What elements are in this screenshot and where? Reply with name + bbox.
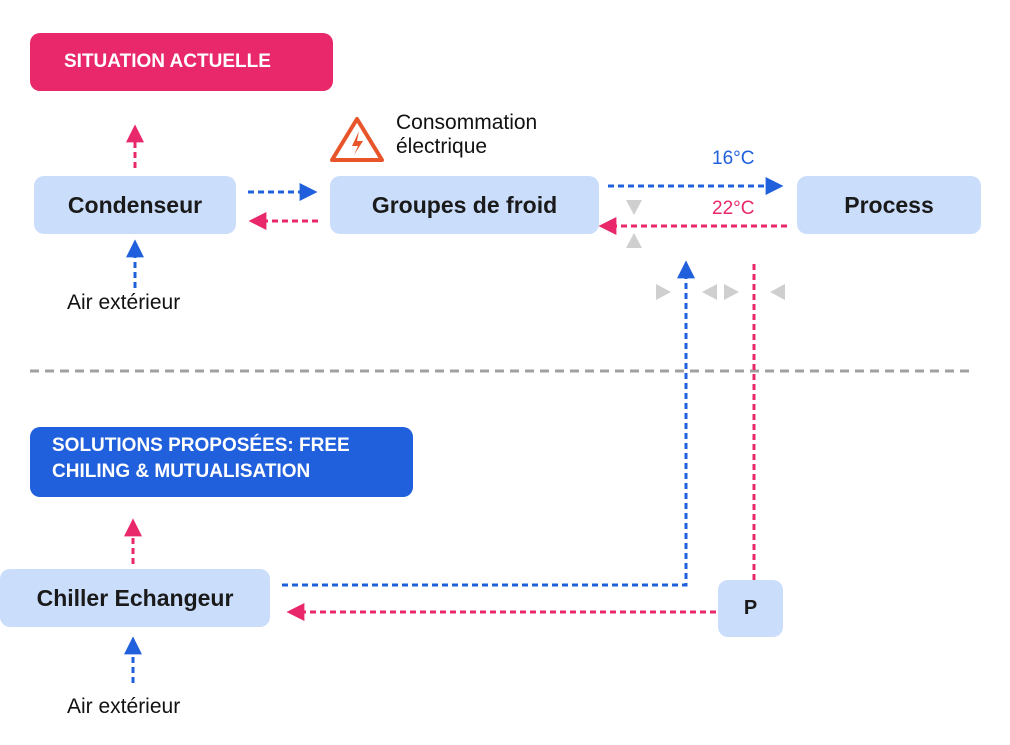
proposed-solutions-banner: SOLUTIONS PROPOSÉES: FREE CHILING & MUTU… bbox=[30, 427, 413, 497]
electrical-consumption-line1: Consommation bbox=[396, 111, 538, 134]
proposed-solutions-title-line2: CHILING & MUTUALISATION bbox=[52, 461, 311, 482]
process-label: Process bbox=[844, 191, 934, 218]
valve-icon bbox=[724, 284, 785, 300]
electric-hazard-icon bbox=[330, 117, 384, 162]
free-cooling-supply-line bbox=[282, 260, 695, 587]
pump-node: P bbox=[718, 580, 783, 637]
groupes-de-froid-label: Groupes de froid bbox=[371, 191, 558, 218]
air-exterieur-label-bottom: Air extérieur bbox=[67, 695, 181, 718]
condenseur-node: Condenseur bbox=[34, 176, 236, 234]
electrical-consumption-line2: électrique bbox=[396, 135, 488, 158]
valve-icon bbox=[626, 200, 642, 248]
electrical-consumption-label: Consommation électrique bbox=[396, 111, 537, 159]
current-situation-banner: SITUATION ACTUELLE bbox=[30, 33, 333, 91]
current-situation-title: SITUATION ACTUELLE bbox=[64, 51, 271, 72]
chiller-echangeur-label: Chiller Echangeur bbox=[36, 584, 234, 611]
groupes-de-froid-node: Groupes de froid bbox=[330, 176, 599, 234]
return-temperature-label: 22°C bbox=[712, 198, 755, 219]
pump-label: P bbox=[743, 597, 758, 619]
supply-temperature-label: 16°C bbox=[712, 148, 755, 169]
condenseur-label: Condenseur bbox=[67, 191, 203, 218]
chiller-echangeur-node: Chiller Echangeur bbox=[0, 569, 270, 627]
valve-icon bbox=[656, 284, 717, 300]
process-node: Process bbox=[797, 176, 981, 234]
air-exterieur-label-top: Air extérieur bbox=[67, 291, 181, 314]
proposed-solutions-title-line1: SOLUTIONS PROPOSÉES: FREE bbox=[52, 435, 350, 456]
